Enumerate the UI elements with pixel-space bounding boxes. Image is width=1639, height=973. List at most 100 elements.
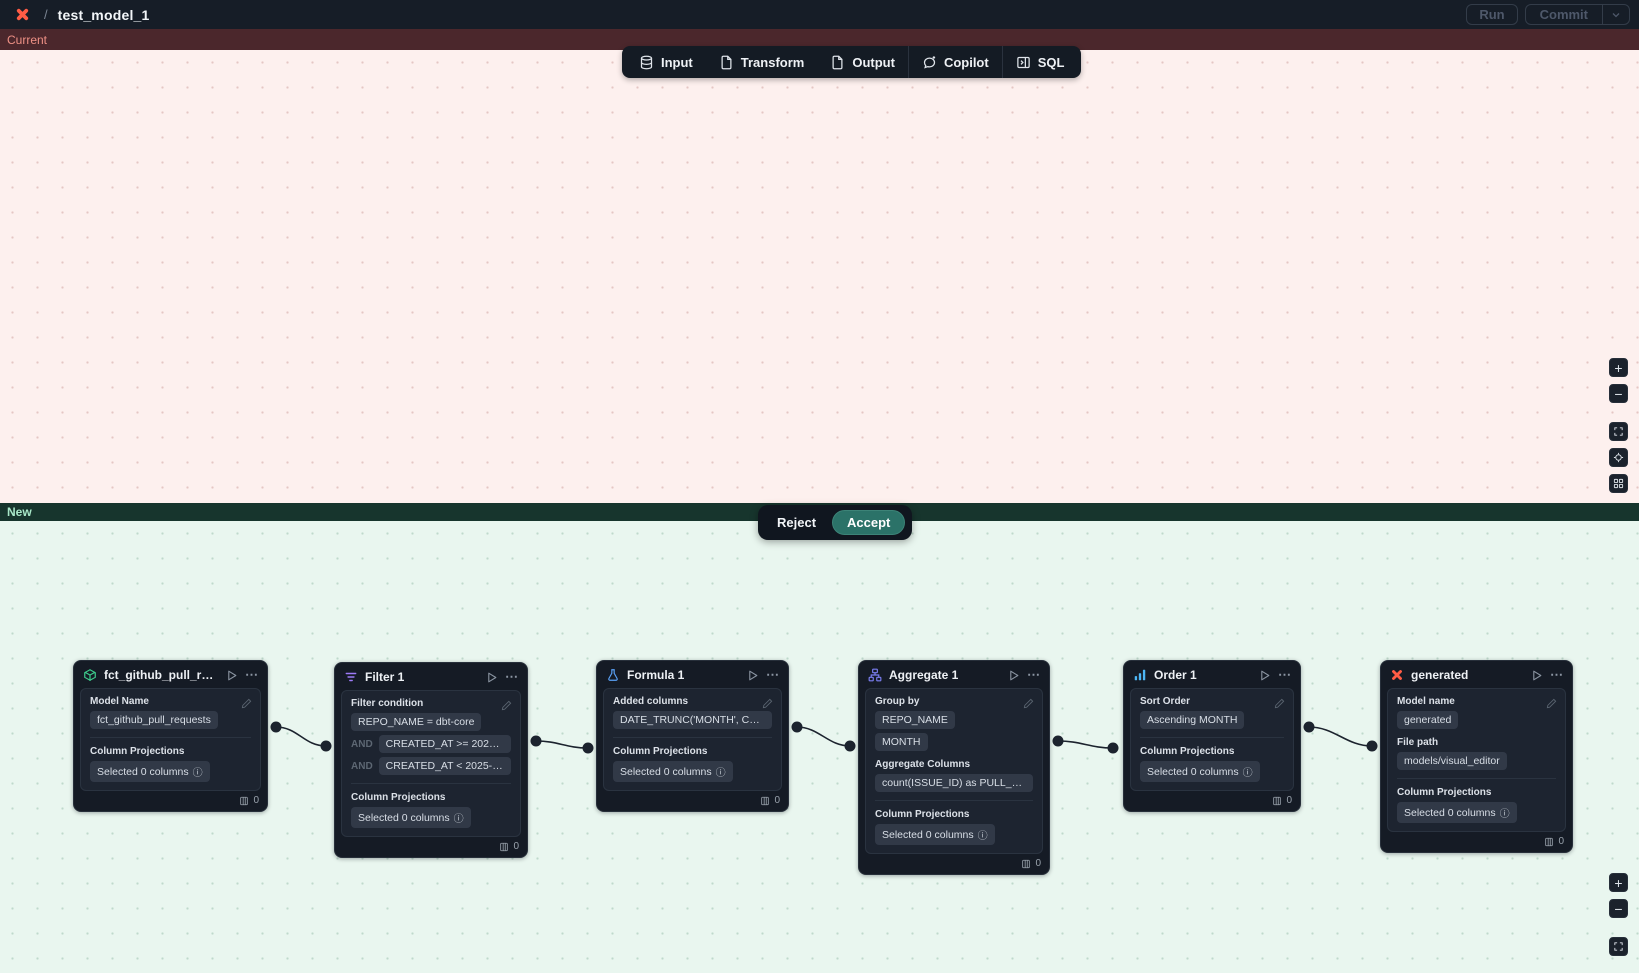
value-pill[interactable]: CREATED_AT >= 2024-12-01 [379, 735, 511, 753]
node-formula-1[interactable]: Formula 1 ⋯ Added columns DATE_TRUNC('MO… [596, 660, 789, 812]
play-icon[interactable] [1530, 669, 1543, 682]
value-pill[interactable]: REPO_NAME [875, 711, 955, 729]
toolbar-copilot-button[interactable]: Copilot [909, 46, 1002, 78]
field-aggregate-columns: Aggregate Columns count(ISSUE_ID) as PUL… [875, 759, 1033, 792]
node-title: Aggregate 1 [889, 668, 1000, 682]
play-icon[interactable] [225, 669, 238, 682]
more-options-icon[interactable]: ⋯ [1278, 670, 1291, 680]
current-canvas[interactable] [0, 50, 1639, 503]
value-pill[interactable]: generated [1397, 711, 1458, 729]
commit-button[interactable]: Commit [1526, 7, 1602, 22]
sort-ascending-icon [1133, 668, 1147, 682]
locate-button[interactable] [1609, 448, 1628, 467]
zoom-in-button[interactable]: + [1609, 873, 1628, 892]
toolbar-sql-button[interactable]: SQL [1003, 46, 1078, 78]
field-added-columns: Added columns DATE_TRUNC('MONTH', CREATE… [613, 696, 772, 729]
row-count: 0 [1035, 858, 1041, 869]
projections-pill[interactable]: Selected 0 columnsⓘ [1397, 802, 1517, 823]
projections-pill[interactable]: Selected 0 columnsⓘ [613, 761, 733, 782]
node-card: Model Name fct_github_pull_requests Colu… [80, 688, 261, 791]
more-options-icon[interactable]: ⋯ [505, 672, 518, 682]
new-canvas[interactable]: fct_github_pull_requests ⋯ Model Name fc… [0, 521, 1639, 973]
field-column-projections: Column Projections Selected 0 columnsⓘ [613, 746, 772, 782]
edit-icon[interactable] [501, 698, 512, 716]
node-footer: 0 [1124, 791, 1300, 811]
node-title: Filter 1 [365, 670, 478, 684]
more-options-icon[interactable]: ⋯ [245, 670, 258, 680]
toolbar-output-button[interactable]: Output [817, 46, 908, 78]
value-pill[interactable]: models/visual_editor [1397, 752, 1507, 770]
row-count: 0 [253, 795, 259, 806]
node-header: fct_github_pull_requests ⋯ [74, 661, 267, 688]
value-pill[interactable]: DATE_TRUNC('MONTH', CREATED_AT_... [613, 711, 772, 729]
node-footer: 0 [597, 791, 788, 811]
play-icon[interactable] [1007, 669, 1020, 682]
play-icon[interactable] [485, 671, 498, 684]
projections-pill[interactable]: Selected 0 columnsⓘ [351, 807, 471, 828]
columns-icon [1272, 796, 1282, 806]
fit-view-button[interactable] [1609, 937, 1628, 956]
current-banner-label: Current [7, 33, 47, 47]
edit-icon[interactable] [1023, 696, 1034, 714]
edit-icon[interactable] [762, 696, 773, 714]
node-footer: 0 [335, 837, 527, 857]
chevron-down-icon [1610, 9, 1622, 21]
projections-pill[interactable]: Selected 0 columnsⓘ [90, 761, 210, 782]
projections-pill[interactable]: Selected 0 columnsⓘ [875, 824, 995, 845]
zoom-out-button[interactable]: − [1609, 899, 1628, 918]
aggregate-icon [868, 668, 882, 682]
node-order-1[interactable]: Order 1 ⋯ Sort Order Ascending MONTH Col… [1123, 660, 1301, 812]
value-pill[interactable]: Ascending MONTH [1140, 711, 1244, 729]
node-header: Aggregate 1 ⋯ [859, 661, 1049, 688]
node-generated[interactable]: generated ⋯ Model name generated File pa… [1380, 660, 1573, 853]
minimap-button[interactable] [1609, 474, 1628, 493]
commit-split-button[interactable]: Commit [1525, 4, 1630, 25]
zoom-in-button[interactable]: + [1609, 358, 1628, 377]
toolbar-transform-button[interactable]: Transform [706, 46, 818, 78]
edit-icon[interactable] [1546, 696, 1557, 714]
toolbar-input-label: Input [661, 55, 693, 70]
play-icon[interactable] [1258, 669, 1271, 682]
projections-pill[interactable]: Selected 0 columnsⓘ [1140, 761, 1260, 782]
edit-icon[interactable] [241, 696, 252, 714]
play-icon[interactable] [746, 669, 759, 682]
field-model-name: Model Name fct_github_pull_requests [90, 696, 251, 729]
node-header: Filter 1 ⋯ [335, 663, 527, 690]
more-options-icon[interactable]: ⋯ [766, 670, 779, 680]
more-options-icon[interactable]: ⋯ [1550, 670, 1563, 680]
field-column-projections: Column Projections Selected 0 columnsⓘ [1140, 746, 1284, 782]
and-operator: AND [351, 739, 373, 750]
toolbar-sql-label: SQL [1038, 55, 1065, 70]
field-file-path: File path models/visual_editor [1397, 737, 1556, 770]
value-pill[interactable]: CREATED_AT < 2025-03-01 [379, 757, 511, 775]
accept-button[interactable]: Accept [832, 510, 905, 535]
node-aggregate-1[interactable]: Aggregate 1 ⋯ Group by REPO_NAME MONTH A… [858, 660, 1050, 875]
toolbar-input-button[interactable]: Input [626, 46, 706, 78]
node-header: Formula 1 ⋯ [597, 661, 788, 688]
value-pill[interactable]: fct_github_pull_requests [90, 711, 218, 729]
node-title: fct_github_pull_requests [104, 668, 218, 682]
field-model-name: Model name generated [1397, 696, 1556, 729]
node-filter-1[interactable]: Filter 1 ⋯ Filter condition REPO_NAME = … [334, 662, 528, 858]
field-group-by: Group by REPO_NAME MONTH [875, 696, 1033, 751]
commit-dropdown-button[interactable] [1602, 5, 1629, 24]
edit-icon[interactable] [1274, 696, 1285, 714]
row-count: 0 [1286, 795, 1292, 806]
reject-button[interactable]: Reject [765, 511, 828, 534]
value-pill[interactable]: count(ISSUE_ID) as PULL_REQUEST_... [875, 774, 1033, 792]
zoom-out-button[interactable]: − [1609, 384, 1628, 403]
field-column-projections: Column Projections Selected 0 columnsⓘ [875, 809, 1033, 845]
node-fct-github-pull-requests[interactable]: fct_github_pull_requests ⋯ Model Name fc… [73, 660, 268, 812]
field-sort-order: Sort Order Ascending MONTH [1140, 696, 1284, 729]
copilot-icon [922, 55, 937, 70]
breadcrumb-separator: / [44, 7, 48, 22]
dbt-logo-icon[interactable] [12, 5, 32, 25]
run-button[interactable]: Run [1466, 4, 1517, 25]
value-pill[interactable]: REPO_NAME = dbt-core [351, 713, 481, 731]
fit-view-button[interactable] [1609, 422, 1628, 441]
node-title: Formula 1 [627, 668, 739, 682]
columns-icon [760, 796, 770, 806]
more-options-icon[interactable]: ⋯ [1027, 670, 1040, 680]
value-pill[interactable]: MONTH [875, 733, 928, 751]
